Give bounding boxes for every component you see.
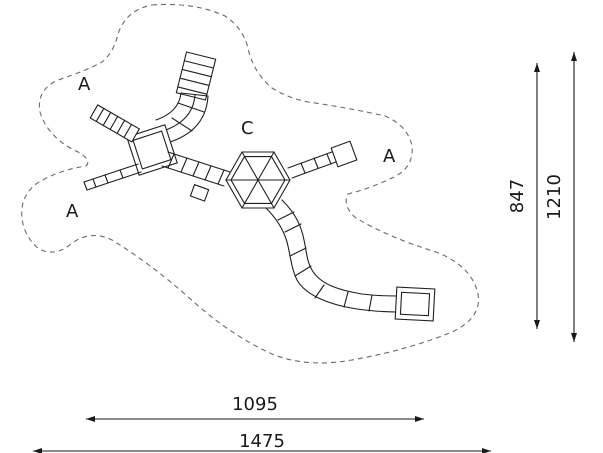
dimension-inner-height: 847 [507, 63, 540, 329]
top-ladder [175, 51, 217, 101]
slide-tube [265, 199, 399, 313]
step-platform [189, 183, 210, 202]
left-ladder [89, 104, 141, 143]
safety-zone-outline [21, 3, 480, 364]
hexagon-platform [225, 151, 291, 209]
dimension-outer-height: 1210 [544, 52, 577, 342]
dimension-inner-width: 1095 [86, 394, 424, 422]
label-zone-a-top: A [78, 74, 91, 95]
dimension-inner-height-value: 847 [507, 179, 528, 213]
left-tower [126, 124, 178, 176]
label-unit-c: C [241, 118, 254, 139]
dimension-outer-width: 1475 [33, 431, 491, 453]
dimension-outer-height-value: 1210 [544, 174, 565, 220]
label-zone-a-left: A [66, 201, 79, 222]
tube-elbow-top [155, 92, 209, 143]
bridge [161, 151, 231, 187]
label-zone-a-right: A [383, 146, 396, 167]
left-beam [83, 163, 142, 191]
slide-exit [394, 286, 436, 322]
dimension-inner-width-value: 1095 [232, 394, 278, 415]
right-beam [287, 140, 358, 179]
dimension-outer-width-value: 1475 [239, 431, 285, 452]
